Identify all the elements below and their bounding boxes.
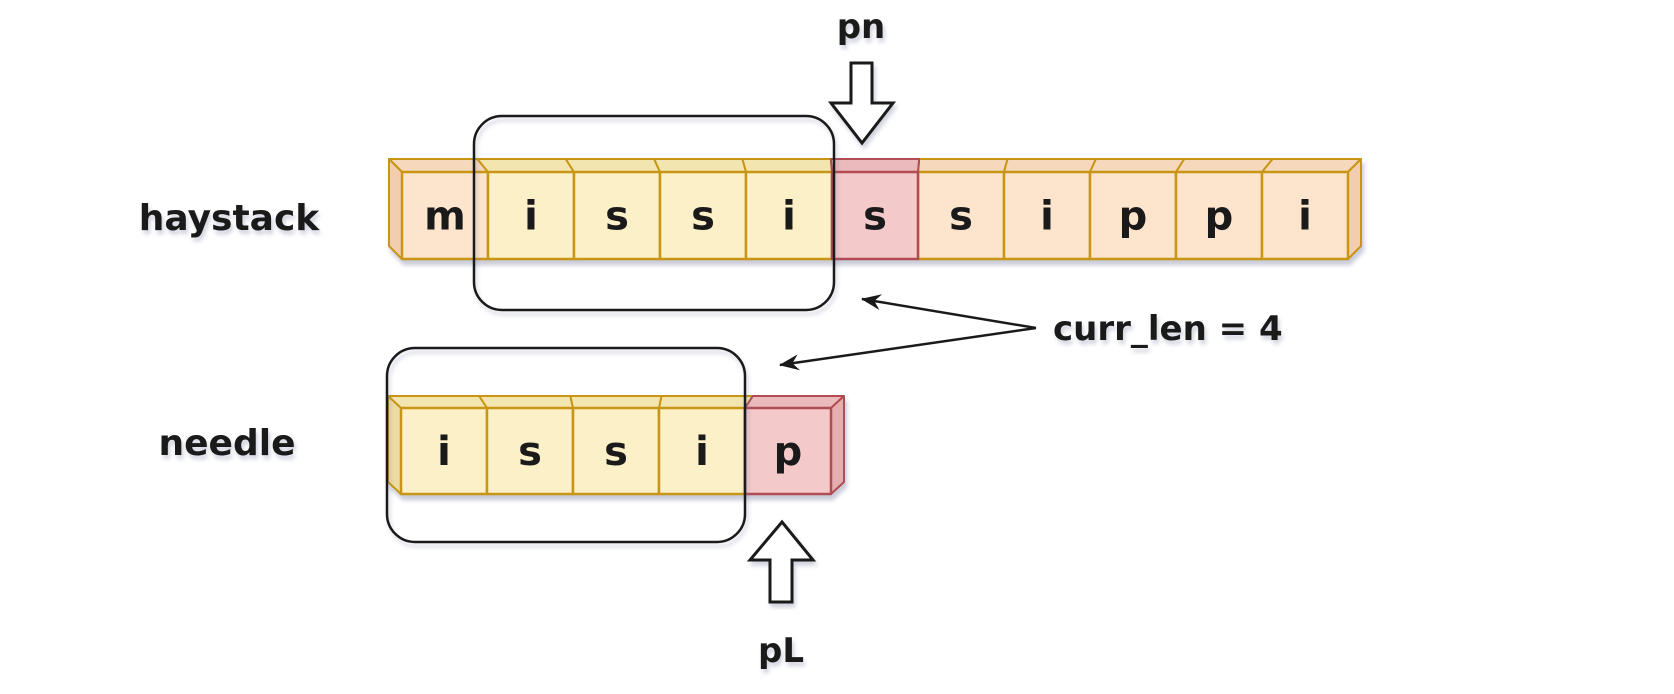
- haystack-cell-letter: p: [1119, 194, 1148, 240]
- haystack-cell-0: m: [388, 158, 490, 261]
- pl-label: pL: [758, 631, 804, 671]
- cell-top-face: [658, 395, 754, 409]
- cell-top-face: [476, 158, 575, 173]
- haystack-cell-letter: i: [1298, 194, 1312, 240]
- haystack-cell-3: s: [653, 158, 748, 261]
- haystack-window-outline: [472, 114, 836, 312]
- needle-cell-3: i: [657, 395, 754, 496]
- needle-cell-letter: s: [518, 429, 542, 475]
- cell-right-face: [830, 395, 845, 495]
- pn-pointer-arrow-icon: [827, 61, 897, 146]
- haystack-cell-letter: s: [605, 194, 629, 240]
- cell-front-face: [1260, 170, 1350, 261]
- haystack-cell-7: i: [1002, 158, 1097, 261]
- curr-len-arrow-to-haystack-window: [861, 294, 1037, 330]
- haystack-cell-8: p: [1088, 158, 1186, 261]
- haystack-cell-letter: p: [1205, 194, 1234, 240]
- cell-front-face: [830, 170, 920, 261]
- haystack-cell-6: s: [916, 158, 1009, 261]
- haystack-cell-letter: s: [863, 194, 887, 240]
- haystack-cell-4: i: [741, 158, 834, 261]
- needle-label: needle: [159, 423, 296, 464]
- haystack-cell-letter: i: [1040, 194, 1054, 240]
- needle-cell-letter: s: [604, 429, 628, 475]
- haystack-cell-letter: m: [424, 194, 466, 240]
- cell-top-face: [478, 395, 574, 409]
- needle-cell-4: p: [743, 395, 845, 496]
- cell-top-face: [569, 395, 663, 409]
- needle-cell-letter: i: [437, 429, 451, 475]
- cell-top-face: [564, 158, 661, 173]
- haystack-cell-10: i: [1260, 158, 1362, 261]
- needle-cell-2: s: [569, 395, 663, 496]
- haystack-cell-letter: i: [524, 194, 538, 240]
- cell-top-face: [653, 158, 747, 173]
- cell-top-face: [1175, 158, 1274, 173]
- needle-cell-0: i: [387, 395, 489, 496]
- cell-top-face: [741, 158, 833, 173]
- cell-left-face: [387, 395, 402, 495]
- curr-len-pointers: [779, 294, 1037, 371]
- haystack-cell-letter: s: [949, 194, 973, 240]
- cell-top-face: [387, 395, 488, 409]
- curr-len-arrow-to-needle-window: [779, 326, 1037, 371]
- needle-cell-1: s: [478, 395, 575, 496]
- haystack-cell-9: p: [1174, 158, 1274, 261]
- cell-left-face: [388, 158, 403, 260]
- pn-label: pn: [837, 7, 886, 47]
- pl-pointer-arrow-icon: [746, 519, 817, 604]
- cell-top-face: [829, 158, 921, 173]
- haystack-cell-1: i: [476, 158, 576, 261]
- curr-len-label: curr_len = 4: [1053, 309, 1283, 349]
- cell-top-face: [1261, 158, 1362, 173]
- cell-top-face: [1089, 158, 1186, 173]
- needle-cell-letter: p: [774, 429, 803, 475]
- needle-cell-letter: i: [695, 429, 709, 475]
- haystack-label: haystack: [139, 198, 321, 239]
- haystack-cell-2: s: [564, 158, 662, 261]
- haystack-cell-letter: s: [691, 194, 715, 240]
- haystack-cell-letter: i: [782, 194, 796, 240]
- needle-window-outline: [385, 346, 747, 544]
- cell-top-face: [744, 395, 845, 409]
- haystack-cell-5: s: [829, 158, 921, 261]
- cell-top-face: [917, 158, 1009, 173]
- cell-right-face: [1347, 158, 1362, 260]
- cell-top-face: [1003, 158, 1097, 173]
